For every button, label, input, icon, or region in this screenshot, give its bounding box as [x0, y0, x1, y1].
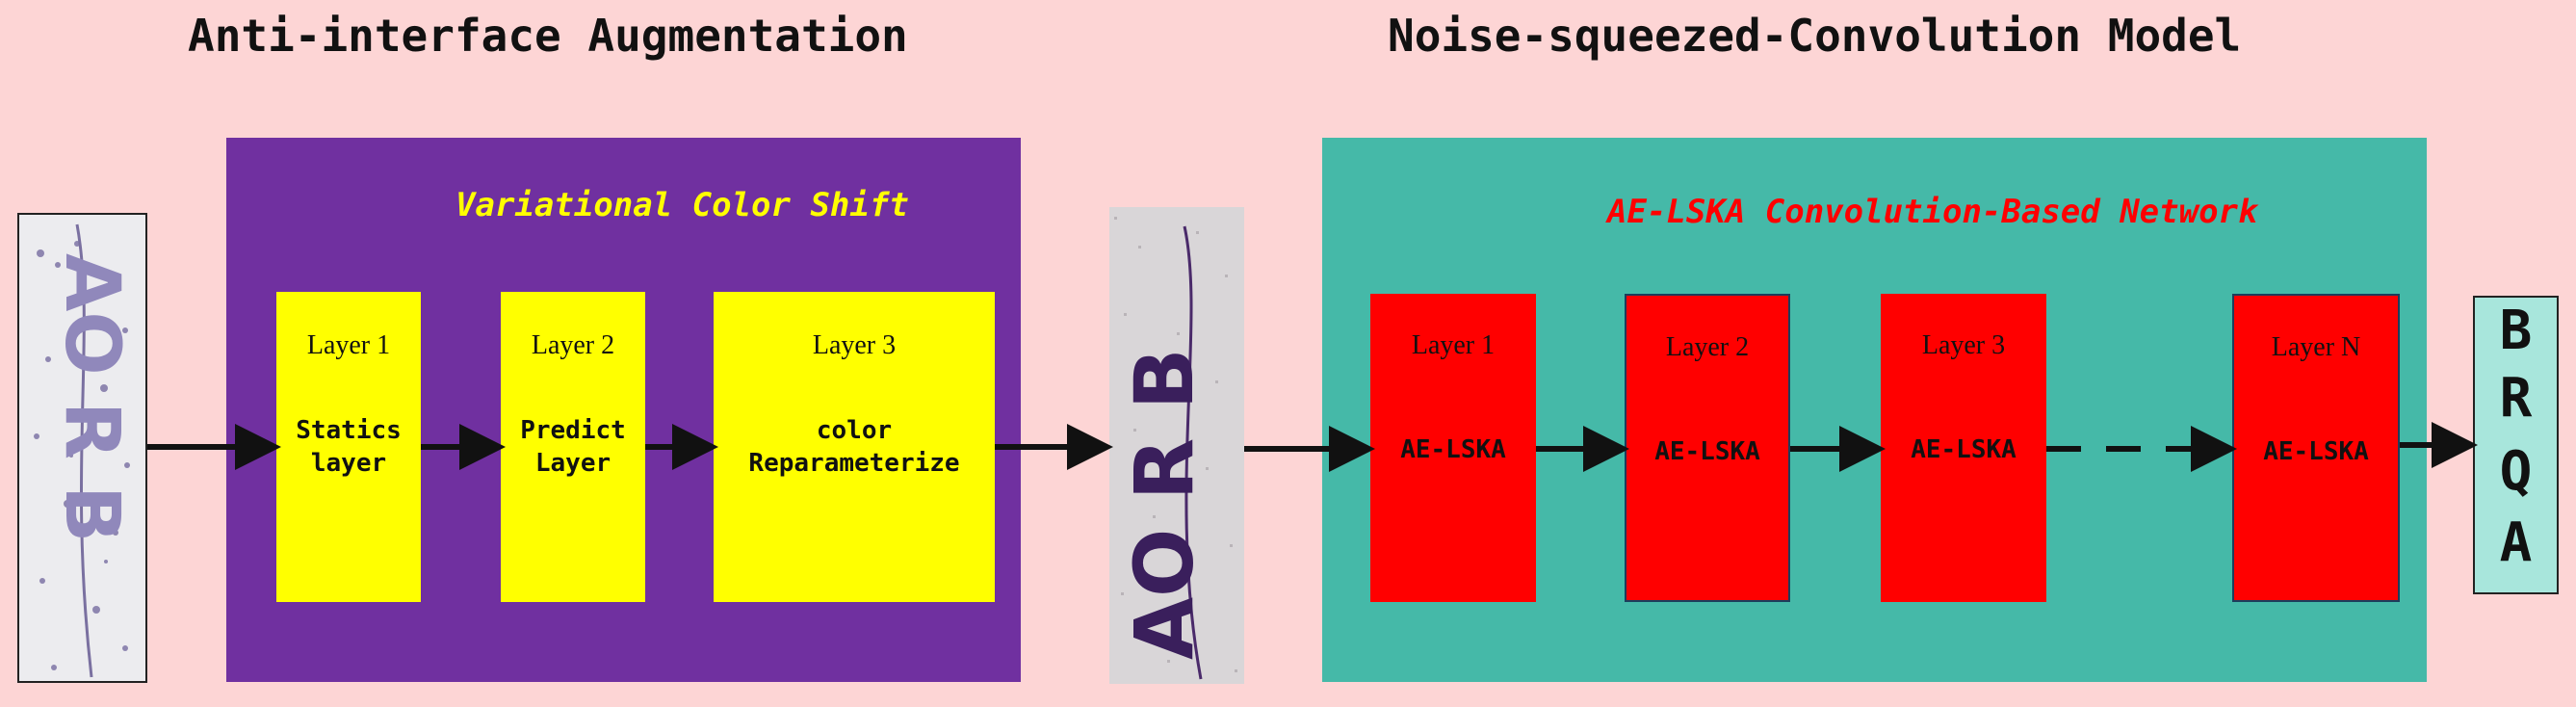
- net-layer-n-num: Layer N: [2271, 332, 2361, 362]
- aug-layer-2-num: Layer 2: [531, 330, 615, 360]
- input-captcha-image: AO R B: [17, 213, 147, 683]
- aug-layer-3-name: color Reparameterize: [748, 416, 960, 478]
- augmented-noise: [1114, 217, 1237, 680]
- net-layer-2-num: Layer 2: [1665, 332, 1750, 362]
- network-panel-title: AE-LSKA Convolution-Based Network: [1607, 193, 2258, 231]
- aug-layer-1-box: Layer 1 Statics layer: [276, 292, 421, 602]
- net-layer-1-num: Layer 1: [1411, 330, 1496, 360]
- aug-layer-2-box: Layer 2 Predict Layer: [501, 292, 645, 602]
- net-layer-2-box: Layer 2 AE-LSKA: [1625, 294, 1790, 602]
- augmented-captcha-text: AO R B: [1117, 348, 1211, 660]
- net-layer-1-box: Layer 1 AE-LSKA: [1370, 294, 1536, 602]
- augmented-captcha-image: AO R B: [1109, 207, 1244, 684]
- net-layer-3-num: Layer 3: [1921, 330, 2006, 360]
- net-layer-2-name: AE-LSKA: [1654, 437, 1760, 466]
- output-letter-3: Q: [2499, 440, 2533, 503]
- input-captcha-text: AO R B: [48, 253, 135, 543]
- output-letter-1: B: [2499, 300, 2533, 362]
- net-layer-n-name: AE-LSKA: [2263, 437, 2369, 466]
- heading-model: Noise-squeezed-Convolution Model: [1388, 10, 2242, 62]
- augmentation-panel-title: Variational Color Shift: [455, 186, 909, 224]
- net-layer-n-box: Layer N AE-LSKA: [2232, 294, 2400, 602]
- output-letter-2: R: [2499, 367, 2533, 430]
- aug-layer-1-name: Statics layer: [296, 416, 402, 478]
- net-layer-1-name: AE-LSKA: [1400, 435, 1506, 464]
- output-box: B R Q A: [2473, 296, 2559, 594]
- net-layer-3-box: Layer 3 AE-LSKA: [1881, 294, 2046, 602]
- aug-layer-1-num: Layer 1: [306, 330, 391, 360]
- aug-layer-3-num: Layer 3: [812, 330, 897, 360]
- heading-augmentation: Anti-interface Augmentation: [188, 10, 908, 62]
- input-noise-dots: [34, 223, 130, 678]
- output-letter-4: A: [2499, 511, 2533, 574]
- aug-layer-2-name: Predict Layer: [520, 416, 626, 478]
- net-layer-3-name: AE-LSKA: [1911, 435, 2017, 464]
- aug-layer-3-box: Layer 3 color Reparameterize: [714, 292, 995, 602]
